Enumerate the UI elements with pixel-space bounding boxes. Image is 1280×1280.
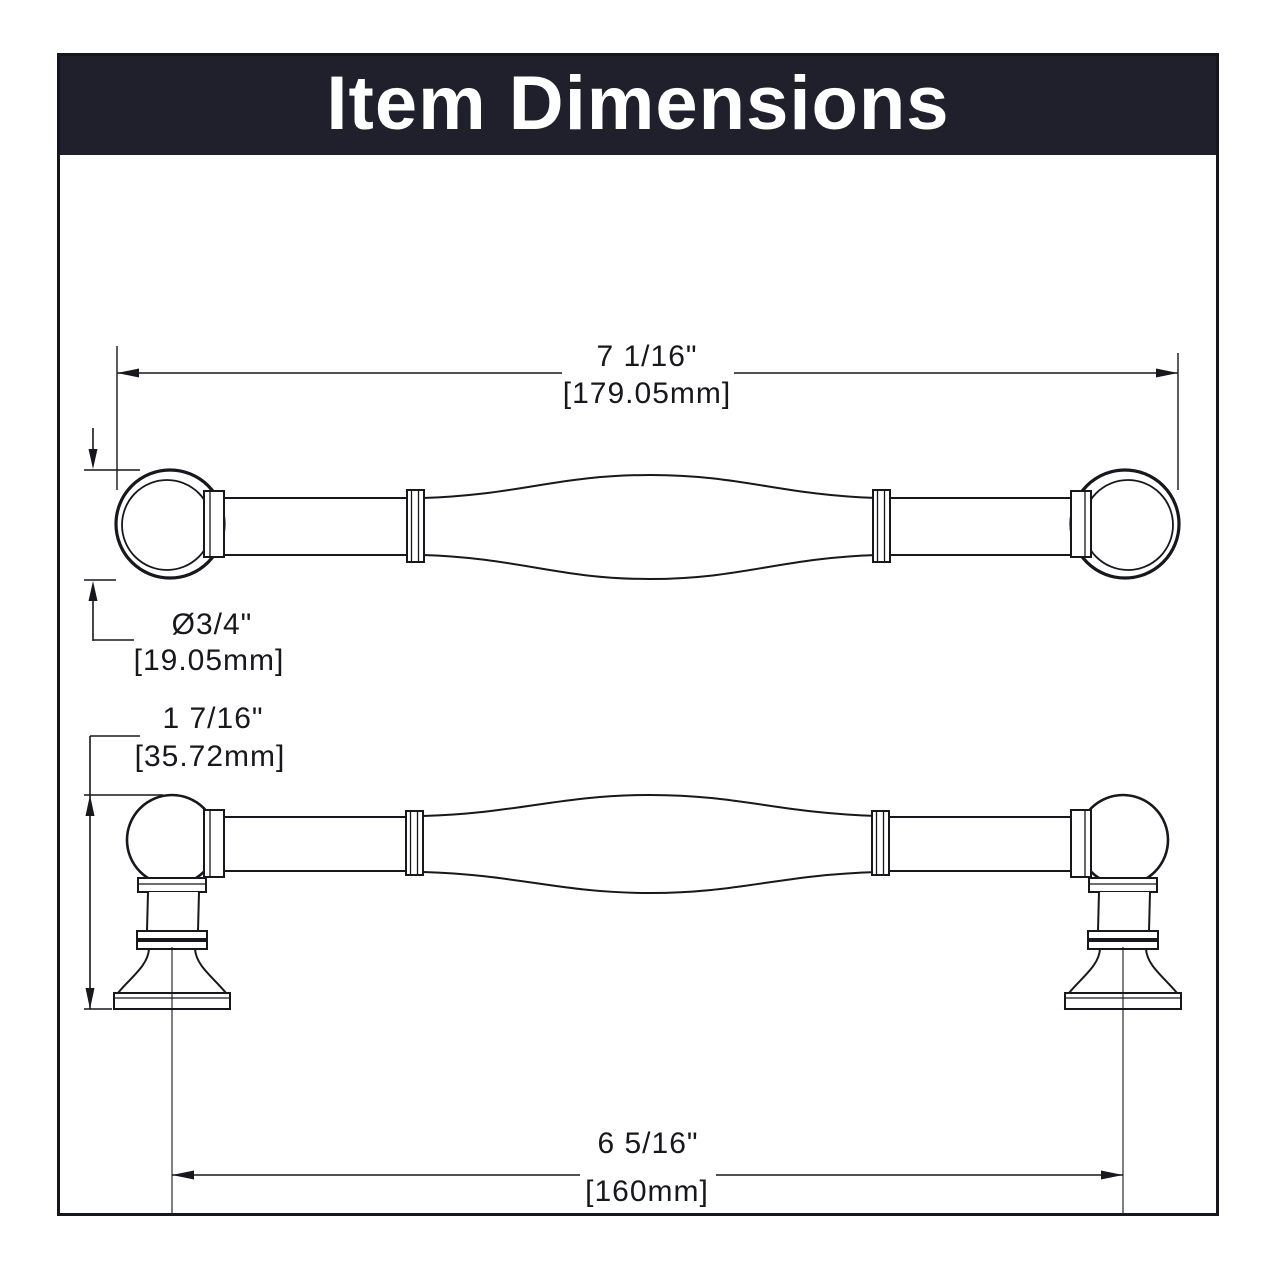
center-to-center-inches: 6 5/16" — [597, 1127, 698, 1160]
post-band-upper — [1087, 930, 1159, 940]
top-right-collar — [1070, 490, 1092, 558]
center-to-center-mm: [160mm] — [585, 1175, 709, 1208]
top-right-ring — [872, 489, 891, 563]
front-left-collar — [203, 809, 225, 878]
top-center-swell-top-edge — [422, 473, 878, 499]
dimension-center-to-center: 6 5/16" [160mm] — [172, 1127, 1123, 1208]
post-column-right-edge — [197, 891, 200, 932]
front-right-ring — [871, 810, 890, 876]
post-column-right-edge — [1148, 891, 1151, 932]
post-column-left-edge — [146, 891, 149, 932]
arrowhead-left — [172, 1170, 194, 1180]
dimension-projection-height: 1 7/16" [35.72mm] — [84, 702, 286, 1010]
overall-length-inches: 7 1/16" — [596, 340, 697, 373]
front-right-collar — [1070, 809, 1092, 878]
arrowhead-left — [117, 368, 139, 378]
arrowhead-right — [1156, 368, 1178, 378]
top-left-ring — [406, 489, 425, 563]
post-cap — [137, 877, 207, 893]
post-column-left-edge — [1097, 891, 1100, 932]
dimension-overall-length: 7 1/16" [179.05mm] — [116, 340, 1179, 490]
front-center-swell-top-edge — [422, 793, 878, 817]
post-column-fill — [1098, 892, 1150, 931]
arrowhead-down — [88, 449, 98, 469]
top-left-collar — [203, 490, 225, 558]
overall-length-mm: [179.05mm] — [563, 377, 731, 410]
arrowhead-down — [85, 988, 95, 1009]
arrowhead-right — [1101, 1170, 1123, 1180]
post-cap — [1088, 877, 1158, 893]
post-column-fill — [147, 892, 199, 931]
top-right-end-cap-inner — [1082, 479, 1174, 571]
front-view — [113, 793, 1182, 1213]
page-title: Item Dimensions — [326, 60, 950, 146]
post-band-upper — [136, 930, 208, 940]
projection-height-inches: 1 7/16" — [162, 702, 263, 735]
arrowhead-up — [85, 795, 95, 816]
top-left-end-cap-inner — [121, 479, 213, 571]
top-view — [114, 468, 1181, 581]
dimension-end-diameter: Ø3/4" [19.05mm] — [84, 428, 285, 677]
end-diameter-inches: Ø3/4" — [172, 608, 253, 641]
front-center-swell-bottom-edge — [422, 871, 878, 895]
sheet-border: Item Dimensions — [57, 53, 1219, 1216]
projection-height-mm: [35.72mm] — [135, 740, 286, 773]
header-bar: Item Dimensions — [60, 56, 1216, 155]
top-center-swell-bottom-edge — [422, 554, 878, 581]
arrowhead-up — [88, 581, 98, 601]
end-diameter-mm: [19.05mm] — [134, 644, 285, 677]
front-left-ring — [405, 810, 424, 876]
